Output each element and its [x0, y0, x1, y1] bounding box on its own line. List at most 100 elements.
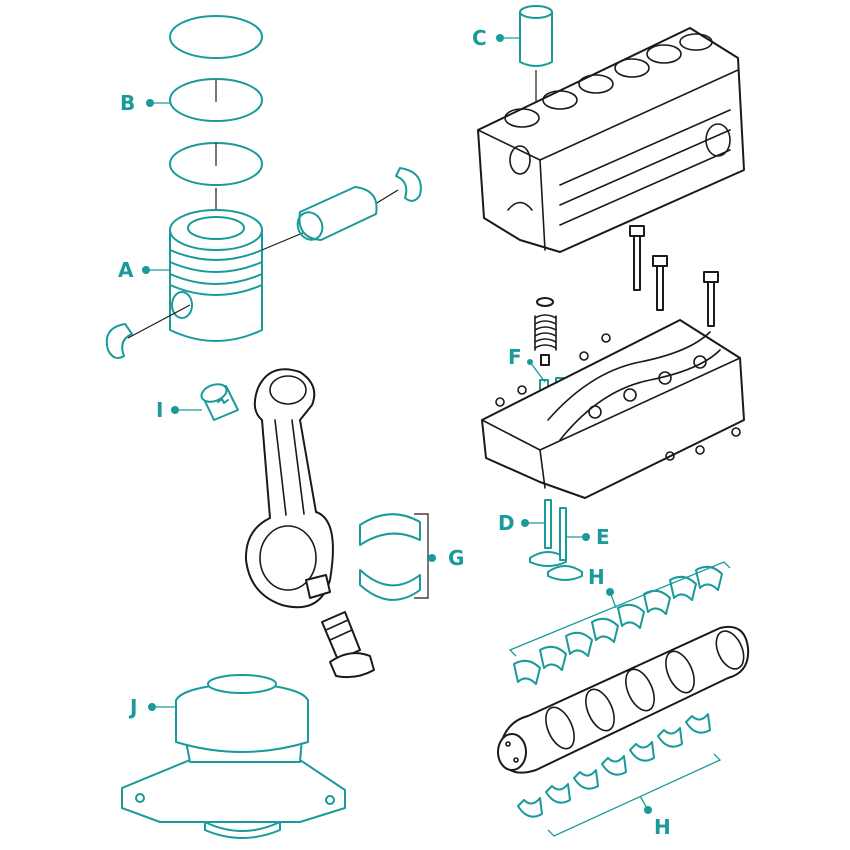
label-b: B: [120, 91, 135, 115]
main-bearings-upper: [508, 561, 731, 685]
head-side-bolt-2: [695, 445, 705, 455]
main-bearings-lower-bracket: [547, 753, 722, 837]
rod-bearings: [359, 513, 429, 601]
main-bearing-lower-4: [601, 755, 627, 776]
flange-hole-left: [135, 793, 145, 803]
rod-body: [244, 368, 334, 609]
retaining-clip-left: [105, 323, 133, 359]
rod-bolt-head: [329, 652, 375, 679]
label-j: J: [128, 695, 137, 719]
bushing-top: [200, 383, 228, 403]
piston-pin: [298, 186, 378, 241]
callout-line-h-bottom: [639, 795, 649, 811]
piston-pin-assembly: [105, 167, 422, 359]
main-bearing-lower-6: [657, 727, 683, 748]
head-stud-4: [579, 351, 589, 361]
cylinder-bore-1: [504, 108, 540, 128]
engine-block: [477, 27, 745, 253]
crank-web-1: [545, 706, 575, 750]
housing-cap: [207, 674, 277, 694]
cylinder-liner: [519, 5, 553, 120]
crankshaft: [497, 626, 750, 774]
callout-leaders: [142, 34, 652, 814]
head-bolt-3-head: [703, 271, 719, 283]
head-bolt-2-head: [652, 255, 668, 267]
crank-web-2: [585, 688, 615, 732]
head-rocker-rail-2: [547, 331, 711, 421]
flange-hole-right: [325, 795, 335, 805]
rod-bolt: [321, 611, 375, 679]
label-a: A: [118, 258, 134, 282]
exhaust-valve-stem: [559, 507, 567, 561]
block-rib-2: [559, 129, 731, 206]
exhaust-valve-head: [547, 565, 583, 581]
block-outline: [477, 27, 745, 253]
piston-bowl: [187, 216, 245, 240]
piston-pin-hole: [171, 291, 193, 319]
head-bolt-2-shank: [656, 261, 664, 311]
piston-groove-1: [169, 249, 263, 261]
crank-web-4: [665, 650, 695, 694]
piston-pin-end: [296, 211, 324, 241]
head-stud-3: [601, 333, 611, 343]
main-bearing-lower-5: [629, 741, 655, 762]
crank-flange: [715, 630, 745, 670]
valve-spring-sides: [534, 315, 557, 351]
main-bearing-upper-6: [643, 589, 671, 615]
head-bolt-1-shank: [633, 231, 641, 291]
main-bearing-upper-5: [617, 603, 645, 629]
label-e: E: [596, 525, 610, 549]
callout-labels: B A C I G J D E F H H: [118, 26, 671, 839]
head-outline: [481, 319, 745, 499]
pin-axis-line-left: [127, 304, 191, 339]
main-bearing-upper-4: [591, 617, 619, 643]
liner-top: [519, 5, 553, 19]
small-end-bushing: [200, 383, 239, 421]
housing: [121, 674, 346, 839]
rod-bearings-bracket: [414, 513, 429, 599]
label-f: F: [508, 345, 522, 369]
head-bolt-3-shank: [707, 279, 715, 327]
rod-bearing-upper: [359, 513, 421, 546]
head-port-1: [588, 405, 602, 419]
label-c: C: [472, 26, 487, 50]
head-stud-2: [517, 385, 527, 395]
block-rib-3: [559, 149, 731, 226]
head-port-4: [693, 355, 707, 369]
pin-axis-line-mid: [261, 231, 306, 251]
block-port-rear: [705, 123, 731, 157]
cylinder-bore-5: [646, 44, 682, 64]
piston-groove-4: [169, 284, 263, 296]
housing-base: [204, 821, 281, 839]
rod-big-end-bore: [259, 525, 317, 591]
connecting-rod: [244, 368, 334, 609]
cylinder-bore-2: [542, 90, 578, 110]
piston-crown: [169, 209, 263, 251]
rod-bearing-lower: [359, 569, 421, 601]
piston: [169, 209, 263, 342]
rod-bolt-thread-2: [329, 629, 353, 641]
block-arch: [507, 201, 533, 211]
piston-groove-3: [169, 273, 263, 285]
housing-flange: [121, 759, 346, 823]
liner-body: [519, 11, 553, 67]
housing-body: [175, 699, 309, 753]
piston-ring-middle: [169, 78, 263, 122]
bushing-notch: [217, 398, 229, 404]
head-side-bolt-1: [731, 427, 741, 437]
head-port-3: [658, 371, 672, 385]
head-front-edge: [539, 449, 546, 489]
rod-web-right: [291, 419, 305, 515]
cylinder-head: [481, 319, 745, 499]
block-port-front: [509, 145, 531, 175]
main-bearing-upper-8: [695, 565, 723, 591]
valve-seal: [540, 354, 550, 366]
crankshaft-body: [499, 626, 750, 774]
intake-valve-head: [529, 551, 567, 567]
rod-web-left: [274, 419, 287, 516]
crank-web-3: [625, 668, 655, 712]
spring-retainer: [536, 297, 554, 307]
main-bearing-upper-7: [669, 575, 697, 601]
